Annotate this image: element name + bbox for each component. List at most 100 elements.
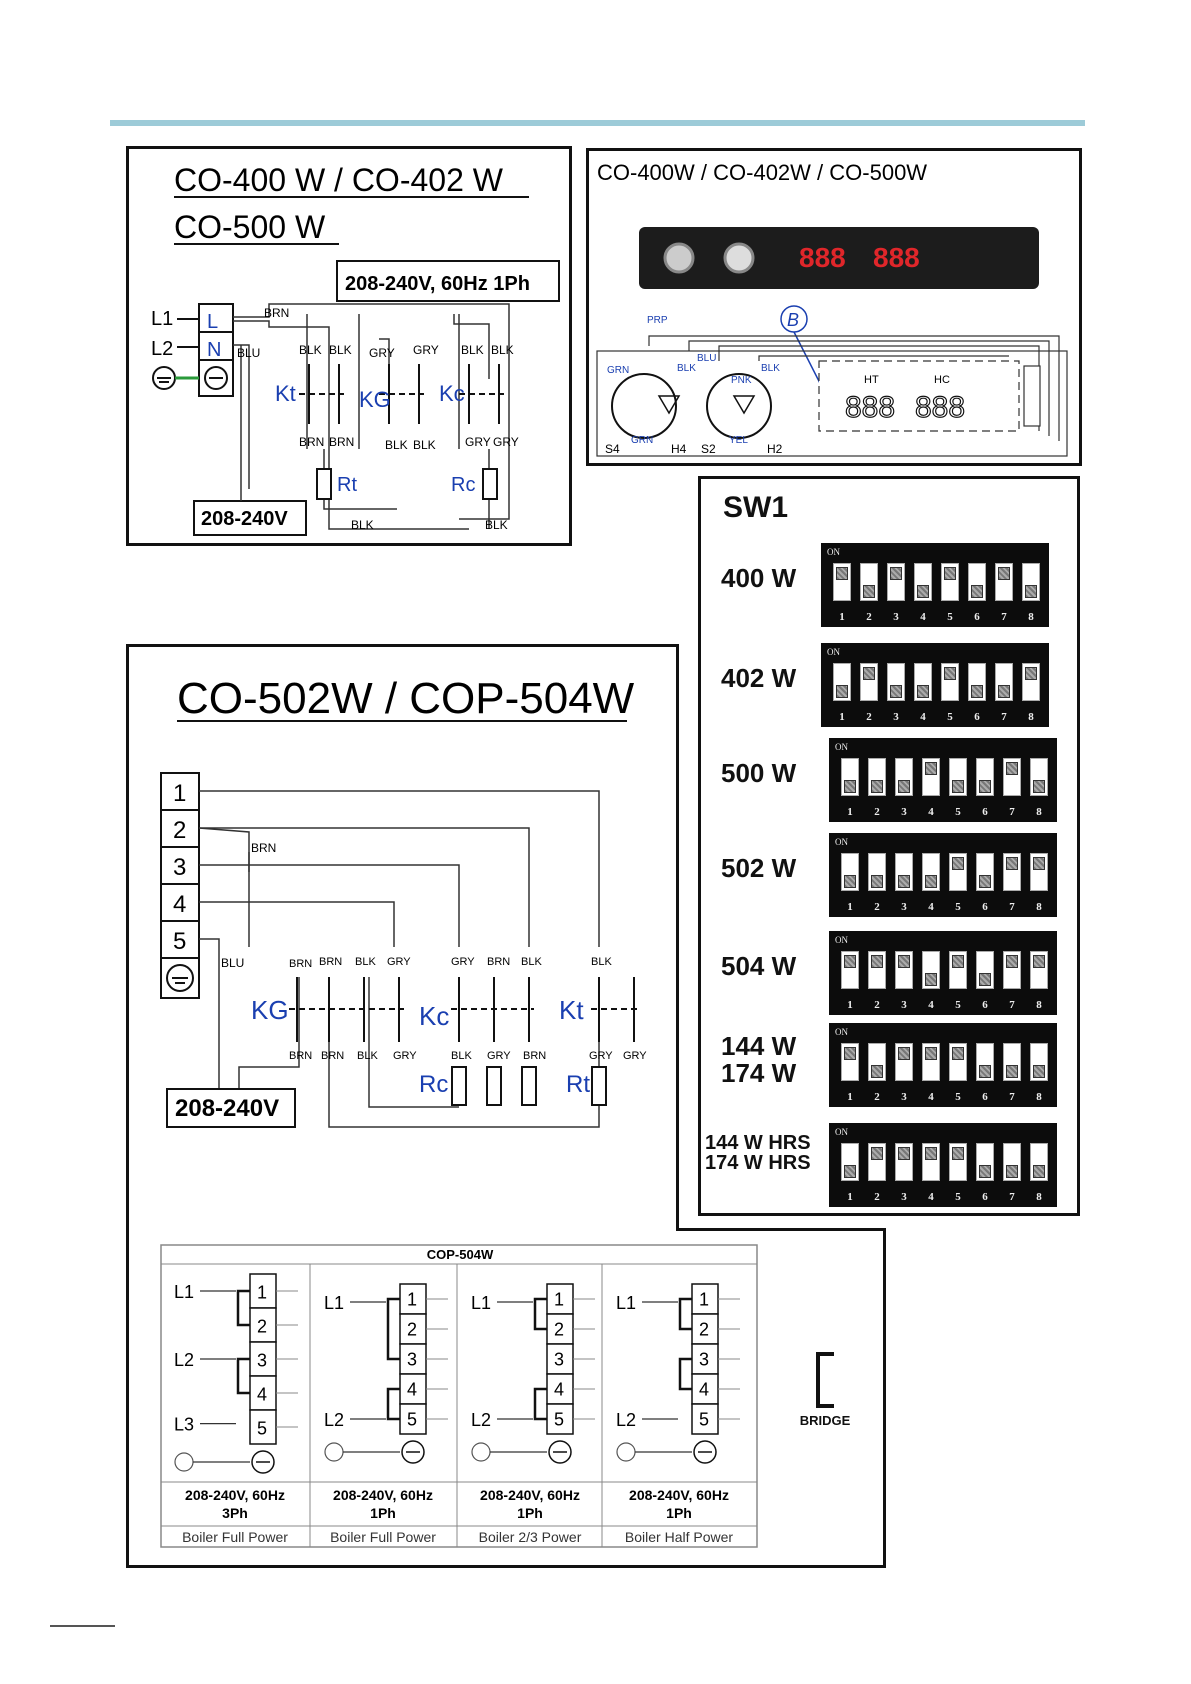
- dip-switch-knob: [979, 780, 991, 793]
- dip-switch-knob: [898, 875, 910, 888]
- dip-switch-number: 2: [874, 901, 880, 913]
- dip-switch[interactable]: [1003, 758, 1021, 796]
- dip-switch[interactable]: [895, 1043, 913, 1081]
- dip-switch[interactable]: [895, 853, 913, 891]
- dip-switch[interactable]: [1003, 853, 1021, 891]
- dip-switch[interactable]: [949, 951, 967, 989]
- dip-switch[interactable]: [976, 1143, 994, 1181]
- dip-switch[interactable]: [868, 951, 886, 989]
- dip-switch[interactable]: [868, 758, 886, 796]
- display-ht: 888: [799, 242, 846, 273]
- dip-switch[interactable]: [922, 1043, 940, 1081]
- dip-switch[interactable]: [895, 1143, 913, 1181]
- dip-switch-number: 6: [982, 1091, 988, 1103]
- dip-switch-number: 1: [839, 711, 845, 723]
- dip-switch[interactable]: [833, 663, 851, 701]
- dip-switch-knob: [871, 1065, 883, 1078]
- dip-switch-number: 8: [1028, 711, 1034, 723]
- dip-switch-number: 5: [947, 711, 953, 723]
- dip-switch[interactable]: [949, 1043, 967, 1081]
- heater-rt-icon-2: [591, 1066, 607, 1106]
- cop-terminal-number: 1: [699, 1290, 709, 1310]
- dip-switch[interactable]: [976, 758, 994, 796]
- dip-switch[interactable]: [1003, 1143, 1021, 1181]
- dip-switch[interactable]: [1030, 1043, 1048, 1081]
- dip-switch-number: 1: [847, 999, 853, 1011]
- dip-switch-knob: [844, 1165, 856, 1178]
- dip-switch[interactable]: [922, 758, 940, 796]
- dip-switch-knob: [917, 685, 929, 698]
- bridge-jumper: [386, 1387, 400, 1421]
- dip-switch[interactable]: [841, 951, 859, 989]
- dip-switch[interactable]: [968, 563, 986, 601]
- dip-switch[interactable]: [841, 1143, 859, 1181]
- dip-switch[interactable]: [914, 563, 932, 601]
- dip-switch[interactable]: [976, 951, 994, 989]
- dip-switch[interactable]: [895, 951, 913, 989]
- dip-switch[interactable]: [833, 563, 851, 601]
- dip-switch[interactable]: [914, 663, 932, 701]
- dip-switch[interactable]: [1003, 951, 1021, 989]
- dip-switch-number: 2: [874, 1191, 880, 1203]
- dip-switch[interactable]: [887, 663, 905, 701]
- s4-h4-icon: [611, 373, 677, 439]
- dip-switch-number: 5: [947, 611, 953, 623]
- cop-line-label: L2: [174, 1350, 194, 1370]
- callout-B: B: [787, 310, 799, 330]
- ground-icon-2: [166, 964, 194, 992]
- dip-switch[interactable]: [995, 663, 1013, 701]
- dip-switch[interactable]: [868, 1043, 886, 1081]
- heater-rc-1-icon: [451, 1066, 467, 1106]
- mode-button-icon: [723, 242, 755, 274]
- dip-switch[interactable]: [841, 853, 859, 891]
- dip-switch[interactable]: [1022, 663, 1040, 701]
- dip-switch[interactable]: [922, 853, 940, 891]
- dip-switch[interactable]: [1022, 563, 1040, 601]
- dip-switch-number: 8: [1036, 1191, 1042, 1203]
- dip-switch-knob: [979, 1065, 991, 1078]
- dip-switch[interactable]: [1030, 951, 1048, 989]
- dip-switch[interactable]: [995, 563, 1013, 601]
- dip-switch[interactable]: [949, 1143, 967, 1181]
- dip-switch[interactable]: [968, 663, 986, 701]
- dip-switch[interactable]: [949, 853, 967, 891]
- dip-switch[interactable]: [1003, 1043, 1021, 1081]
- dip-switch[interactable]: [976, 1043, 994, 1081]
- comp-S4: S4: [605, 442, 620, 456]
- dip-switch[interactable]: [941, 563, 959, 601]
- dip-switch[interactable]: [860, 563, 878, 601]
- dip-switch[interactable]: [841, 758, 859, 796]
- dip-switch[interactable]: [1030, 758, 1048, 796]
- wire-gry-2: GRY: [413, 343, 439, 357]
- co400-wiring-diagram: CO-400 W / CO-402 W CO-500 W 208-240V, 6…: [151, 162, 560, 536]
- dip-switch[interactable]: [841, 1043, 859, 1081]
- dip-switch[interactable]: [976, 853, 994, 891]
- dip-switch-knob: [863, 667, 875, 680]
- terminal-L: L: [207, 311, 218, 333]
- p3-wire-brn-5: BRN: [289, 1050, 312, 1062]
- dip-switch[interactable]: [922, 1143, 940, 1181]
- p3-wire-gry-5: GRY: [589, 1050, 613, 1062]
- dip-switch-number: 6: [974, 611, 980, 623]
- dip-switch[interactable]: [949, 758, 967, 796]
- dip-switch[interactable]: [868, 1143, 886, 1181]
- heater-Rc: Rc: [451, 474, 475, 496]
- dip-switch[interactable]: [895, 758, 913, 796]
- dip-switch[interactable]: [1030, 1143, 1048, 1181]
- bridge-jumper: [533, 1387, 547, 1421]
- dip-switch-knob: [925, 1147, 937, 1160]
- p3-wire-blk-1: BLK: [355, 956, 376, 968]
- wire-blu: BLU: [237, 346, 260, 360]
- dip-switch[interactable]: [1030, 853, 1048, 891]
- dip-switch-number: 5: [955, 1091, 961, 1103]
- dip-switch[interactable]: [868, 853, 886, 891]
- dip-switch[interactable]: [860, 663, 878, 701]
- dip-switch[interactable]: [887, 563, 905, 601]
- heater-rc-icon: [482, 468, 498, 500]
- dip-switch-number: 4: [928, 999, 934, 1011]
- panel1-supply: 208-240V: [201, 508, 288, 530]
- dip-switch[interactable]: [941, 663, 959, 701]
- dip-switch[interactable]: [922, 951, 940, 989]
- dip-switch-number: 5: [955, 1191, 961, 1203]
